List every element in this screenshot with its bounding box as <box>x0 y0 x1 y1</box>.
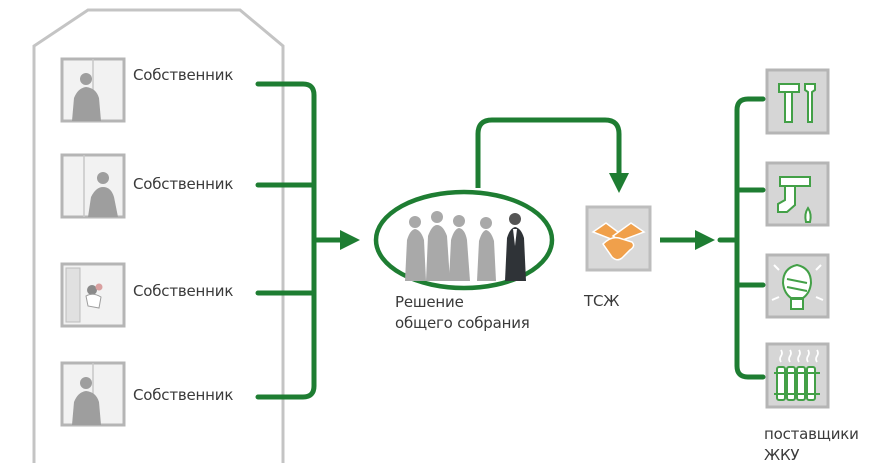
person-at-window-icon <box>88 172 118 217</box>
hammer-wrench-icon <box>778 83 816 123</box>
suppliers-bracket <box>717 96 766 380</box>
person-standing-window-icon <box>72 73 101 121</box>
meeting-label-line2: общего собрания <box>395 314 530 332</box>
person-standing-window-icon <box>72 377 101 425</box>
window-1 <box>60 57 126 123</box>
hoa-label: ТСЖ <box>584 292 620 310</box>
suppliers-label-line2: ЖКУ <box>764 446 800 464</box>
water-faucet-icon <box>777 176 812 223</box>
handshake-icon <box>591 222 646 261</box>
supplier-tile-tools <box>765 68 830 135</box>
meeting-label-line1: Решение <box>395 293 464 311</box>
owner-label: Собственник <box>133 66 234 84</box>
hoa-tile <box>585 205 652 272</box>
person-leaning-out-window-icon <box>85 283 103 309</box>
building-outline <box>32 8 285 463</box>
window-4 <box>60 361 126 427</box>
radiator-icon <box>774 366 820 401</box>
supplier-tile-heating <box>765 342 830 409</box>
owner-label: Собственник <box>133 175 234 193</box>
suppliers-label: поставщики ЖКУ <box>764 424 859 466</box>
owners-bracket <box>255 81 317 400</box>
arrow-meeting-to-hoa <box>475 117 629 193</box>
window-3 <box>60 262 126 328</box>
window-2 <box>60 153 126 219</box>
light-bulb-icon <box>781 263 813 310</box>
suppliers-label-line1: поставщики <box>764 425 859 443</box>
owner-label: Собственник <box>133 282 234 300</box>
group-of-people-icon <box>405 211 526 281</box>
owner-label: Собственник <box>133 386 234 404</box>
supplier-tile-electricity <box>765 253 830 319</box>
meeting-label: Решение общего собрания <box>395 292 530 334</box>
heat-waves-icon <box>779 349 819 363</box>
supplier-tile-water <box>765 161 830 227</box>
